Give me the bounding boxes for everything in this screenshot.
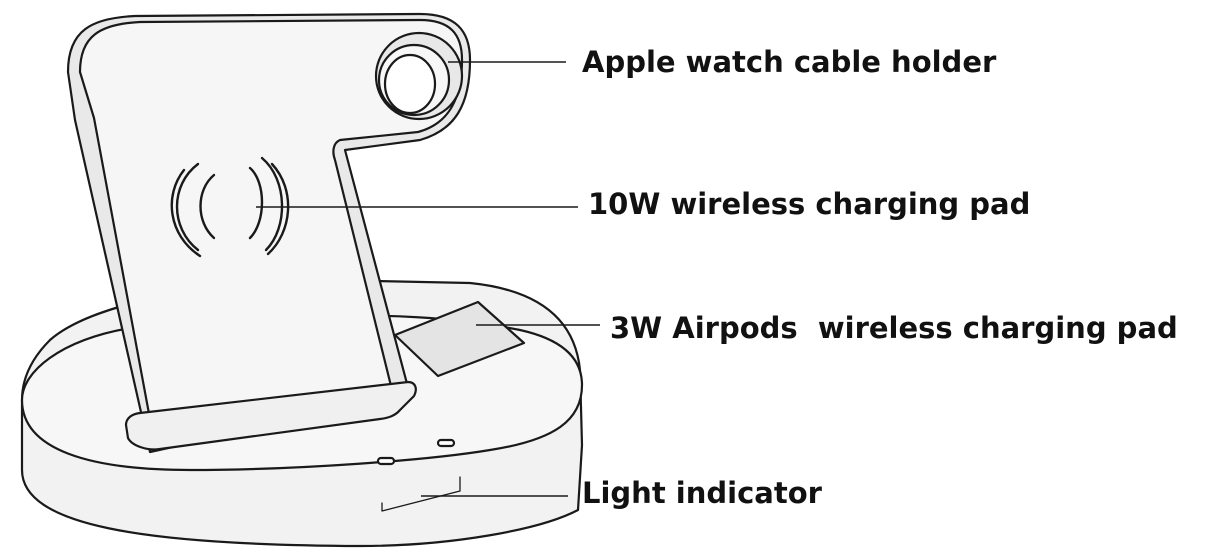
label-watch-holder: Apple watch cable holder xyxy=(582,45,997,79)
watch-cable-holder xyxy=(374,31,464,121)
wireless-charging-icon xyxy=(170,156,290,258)
label-wireless-pad: 10W wireless charging pad xyxy=(588,187,1030,221)
stand-cradle-lip xyxy=(124,380,417,451)
light-indicator-led xyxy=(376,456,396,466)
airpods-charging-pad xyxy=(393,300,526,378)
label-light-indicator: Light indicator xyxy=(582,476,823,510)
light-indicator-bracket xyxy=(381,476,461,512)
label-airpods-pad: 3W Airpods wireless charging pad xyxy=(610,311,1178,345)
light-indicator-led xyxy=(436,438,456,448)
